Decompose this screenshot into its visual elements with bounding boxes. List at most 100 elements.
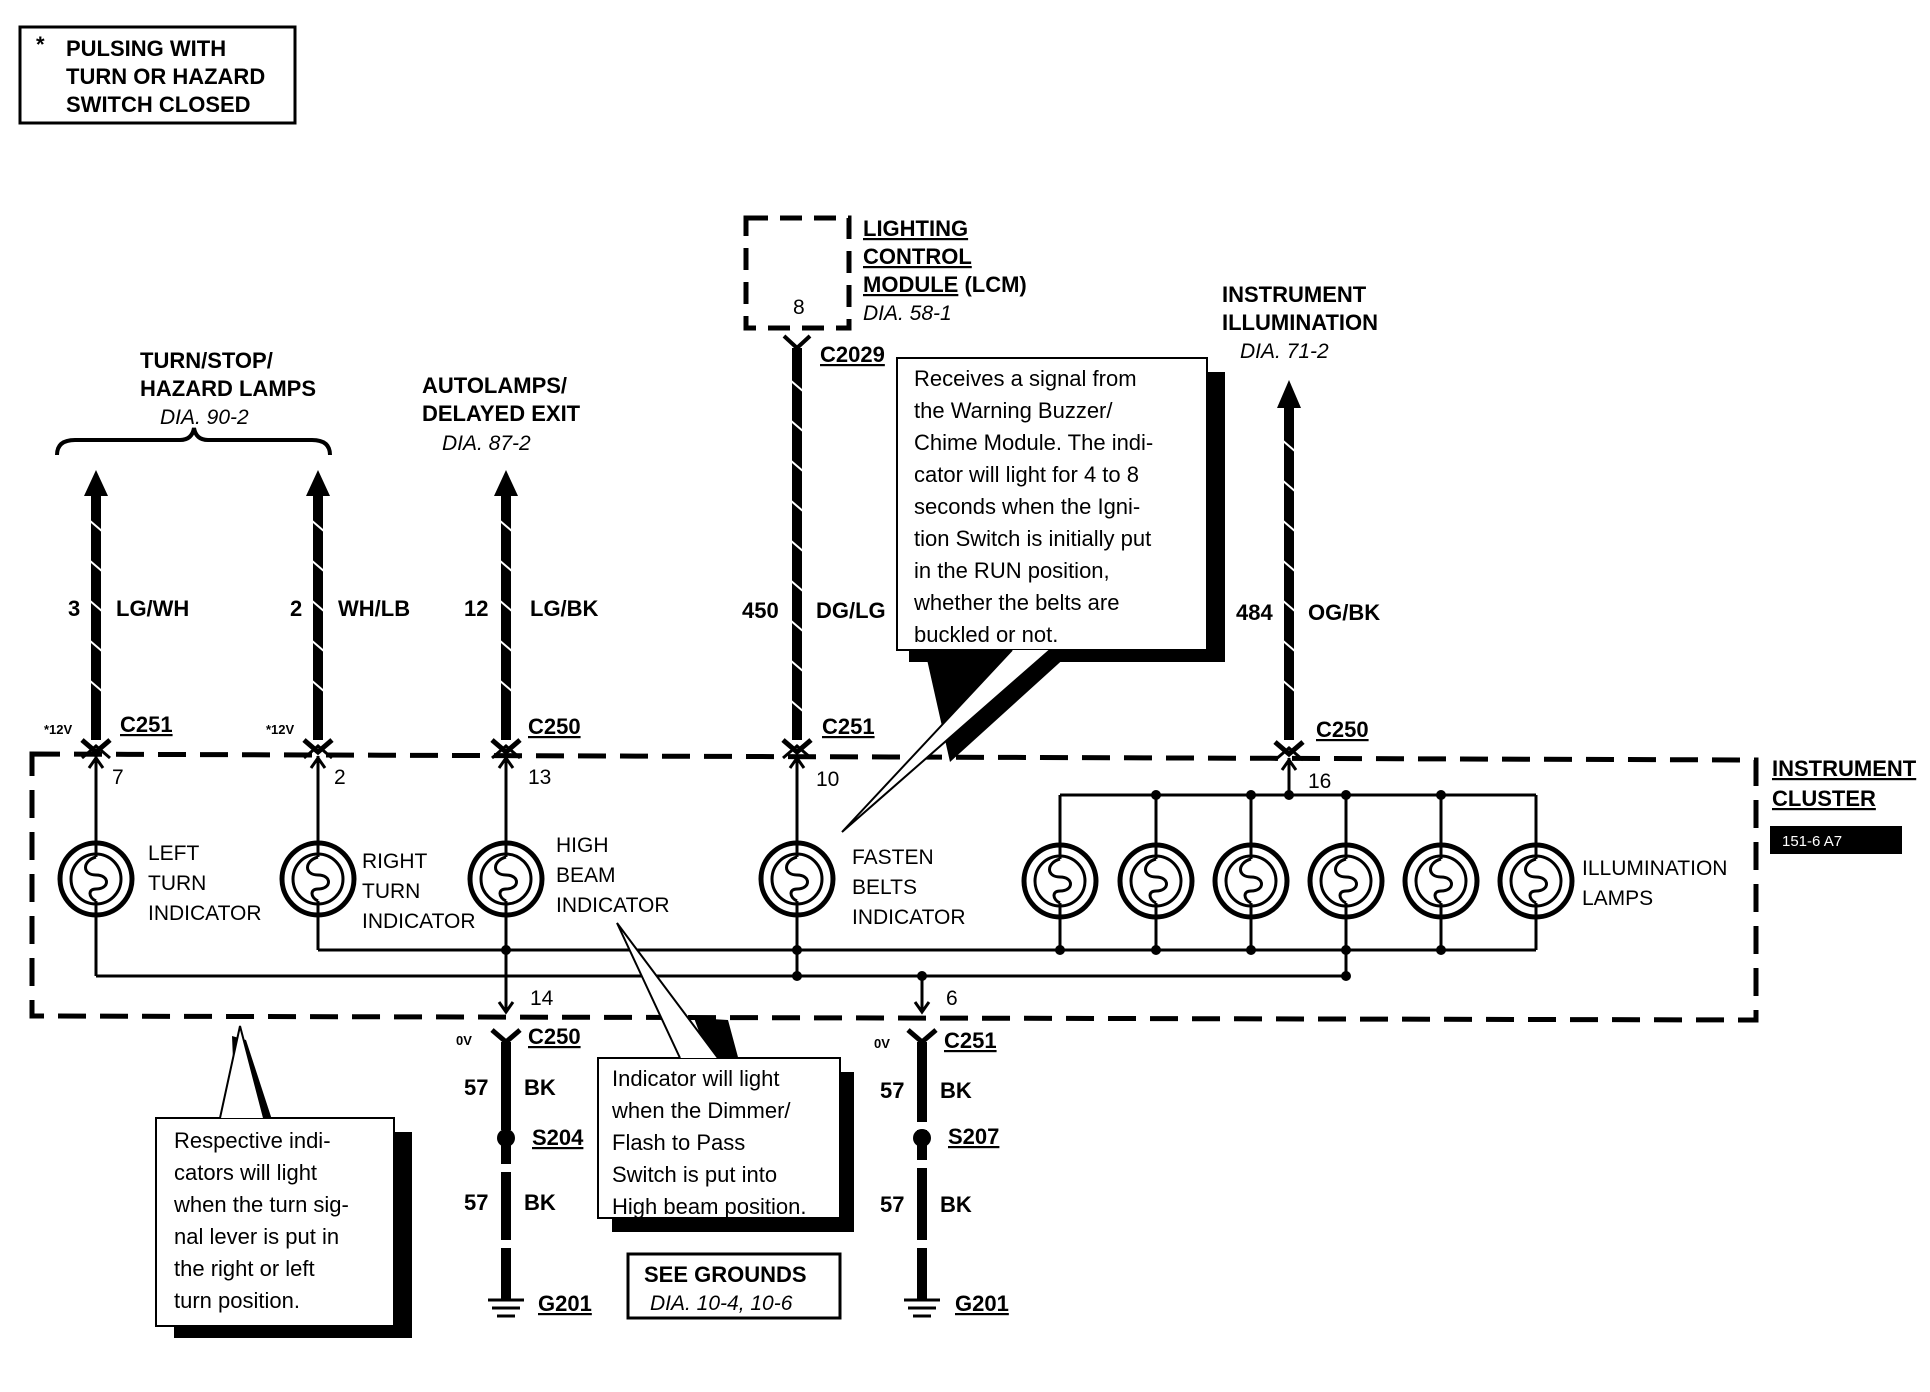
high-beam-indicator: HIGH BEAM INDICATOR — [470, 834, 670, 917]
svg-text:16: 16 — [1308, 770, 1331, 793]
svg-text:RIGHT: RIGHT — [362, 850, 428, 873]
note-line-3: SWITCH CLOSED — [66, 92, 251, 117]
svg-text:BELTS: BELTS — [852, 876, 917, 899]
svg-text:MODULE (LCM): MODULE (LCM) — [863, 272, 1027, 297]
svg-text:C2029: C2029 — [820, 342, 885, 367]
svg-text:10: 10 — [816, 768, 839, 791]
svg-text:*: * — [36, 32, 45, 57]
svg-text:8: 8 — [793, 296, 805, 319]
ref-turn-stop-hazard: TURN/STOP/ HAZARD LAMPS DIA. 90-2 — [55, 348, 332, 456]
circuit-2: 2 WH/LB *12V — [266, 470, 410, 760]
svg-text:TURN: TURN — [362, 880, 420, 903]
svg-text:INDICATOR: INDICATOR — [556, 894, 670, 917]
callout-fasten-belts: Receives a signal from the Warning Buzzer… — [841, 357, 1225, 833]
svg-text:57: 57 — [464, 1190, 488, 1215]
pin-numbers: 7 2 13 10 16 — [112, 766, 1331, 793]
internal-wiring — [87, 755, 1538, 1012]
svg-text:*12V: *12V — [266, 722, 295, 737]
callout-fasten-belts-text-line: cator will light for 4 to 8 — [914, 462, 1139, 487]
callout-high-beam-text-line: Switch is put into — [612, 1162, 777, 1187]
svg-text:HIGH: HIGH — [556, 834, 609, 857]
callout-fasten-belts-text: Receives a signal from the Warning Buzzer… — [913, 366, 1153, 647]
svg-text:14: 14 — [530, 987, 554, 1010]
callout-fasten-belts-text-line: buckled or not. — [914, 622, 1058, 647]
svg-text:OG/BK: OG/BK — [1308, 600, 1380, 625]
circuit-3: 3 LG/WH *12V C251 — [44, 470, 189, 760]
svg-text:TURN: TURN — [148, 872, 206, 895]
svg-text:DIA. 90-2: DIA. 90-2 — [160, 406, 249, 429]
svg-text:DELAYED EXIT: DELAYED EXIT — [422, 401, 581, 426]
callout-fasten-belts-text-line: Receives a signal from — [914, 366, 1137, 391]
callout-fasten-belts-text-line: whether the belts are — [913, 590, 1119, 615]
callout-turn-text-line: Respective indi- — [174, 1128, 331, 1153]
svg-text:ILLUMINATION: ILLUMINATION — [1222, 310, 1378, 335]
svg-text:CLUSTER: CLUSTER — [1772, 786, 1876, 811]
see-grounds-box: SEE GROUNDS DIA. 10-4, 10-6 — [626, 1252, 842, 1320]
svg-text:C251: C251 — [944, 1028, 997, 1053]
svg-text:INDICATOR: INDICATOR — [362, 910, 476, 933]
svg-text:LAMPS: LAMPS — [1582, 887, 1653, 910]
callout-fasten-belts-text-line: in the RUN position, — [914, 558, 1110, 583]
svg-text:12: 12 — [464, 596, 488, 621]
svg-text:CONTROL: CONTROL — [863, 244, 972, 269]
circuit-484: 484 OG/BK C250 — [1236, 380, 1380, 762]
svg-text:0V: 0V — [456, 1033, 472, 1048]
ground-circuit-2: 6 0V C251 57 BK S207 57 BK G201 — [874, 976, 1009, 1318]
svg-text:LG/BK: LG/BK — [530, 596, 599, 621]
svg-text:C250: C250 — [528, 1024, 581, 1049]
svg-text:6: 6 — [946, 987, 958, 1010]
svg-text:DIA. 71-2: DIA. 71-2 — [1240, 340, 1329, 363]
svg-text:484: 484 — [1236, 600, 1273, 625]
svg-text:SEE GROUNDS: SEE GROUNDS — [644, 1262, 807, 1287]
svg-text:HAZARD LAMPS: HAZARD LAMPS — [140, 376, 316, 401]
callout-turn-text: Respective indi-cators will light when th… — [173, 1128, 349, 1313]
ref-lcm: 8 LIGHTING CONTROL MODULE (LCM) DIA. 58-… — [743, 215, 1027, 331]
callout-turn-text-line: cators will light — [174, 1160, 317, 1185]
svg-text:7: 7 — [112, 766, 124, 789]
svg-text:BK: BK — [524, 1075, 556, 1100]
callout-fasten-belts-text-line: tion Switch is initially put — [914, 526, 1151, 551]
callout-turn-text-line: turn position. — [174, 1288, 300, 1313]
svg-text:450: 450 — [742, 598, 779, 623]
svg-text:151-6 A7: 151-6 A7 — [1782, 833, 1842, 850]
callout-fasten-belts-text-line: Chime Module. The indi- — [914, 430, 1153, 455]
svg-text:BK: BK — [940, 1192, 972, 1217]
ref-autolamps: AUTOLAMPS/ DELAYED EXIT DIA. 87-2 — [422, 373, 581, 455]
instrument-cluster-box: INSTRUMENT CLUSTER 151-6 A7 — [29, 751, 1917, 1023]
ground-circuit-1: 14 0V C250 57 BK S204 57 BK G201 — [456, 976, 592, 1318]
svg-text:BK: BK — [940, 1078, 972, 1103]
svg-text:FASTEN: FASTEN — [852, 846, 934, 869]
illumination-lamps: ILLUMINATION LAMPS — [1024, 845, 1727, 917]
callout-fasten-belts-text-line: the Warning Buzzer/ — [914, 398, 1113, 423]
svg-text:0V: 0V — [874, 1036, 890, 1051]
svg-text:DIA. 87-2: DIA. 87-2 — [442, 432, 531, 455]
callout-turn-text-line: the right or left — [174, 1256, 315, 1281]
svg-text:LIGHTING: LIGHTING — [863, 216, 968, 241]
callout-turn-text-line: nal lever is put in — [174, 1224, 339, 1249]
svg-text:G201: G201 — [538, 1291, 592, 1316]
svg-text:C250: C250 — [528, 714, 581, 739]
svg-text:DG/LG: DG/LG — [816, 598, 886, 623]
svg-text:C251: C251 — [822, 714, 875, 739]
callout-fasten-belts-text-line: seconds when the Igni- — [914, 494, 1140, 519]
svg-text:LG/WH: LG/WH — [116, 596, 189, 621]
svg-text:INDICATOR: INDICATOR — [852, 906, 966, 929]
callout-high-beam-text-line: Flash to Pass — [612, 1130, 745, 1155]
svg-text:*12V: *12V — [44, 722, 73, 737]
callout-turn: Respective indi-cators will light when th… — [155, 1025, 412, 1338]
svg-text:LEFT: LEFT — [148, 842, 200, 865]
svg-text:S204: S204 — [532, 1125, 584, 1150]
junction-dots — [501, 790, 1446, 981]
svg-text:3: 3 — [68, 596, 80, 621]
svg-text:13: 13 — [528, 766, 551, 789]
svg-text:C250: C250 — [1316, 717, 1369, 742]
svg-text:BEAM: BEAM — [556, 864, 616, 887]
svg-text:INSTRUMENT: INSTRUMENT — [1772, 756, 1917, 781]
svg-text:C251: C251 — [120, 712, 173, 737]
svg-text:TURN/STOP/: TURN/STOP/ — [140, 348, 273, 373]
callout-turn-text-line: when the turn sig- — [173, 1192, 349, 1217]
svg-text:ILLUMINATION: ILLUMINATION — [1582, 857, 1727, 880]
svg-text:G201: G201 — [955, 1291, 1009, 1316]
